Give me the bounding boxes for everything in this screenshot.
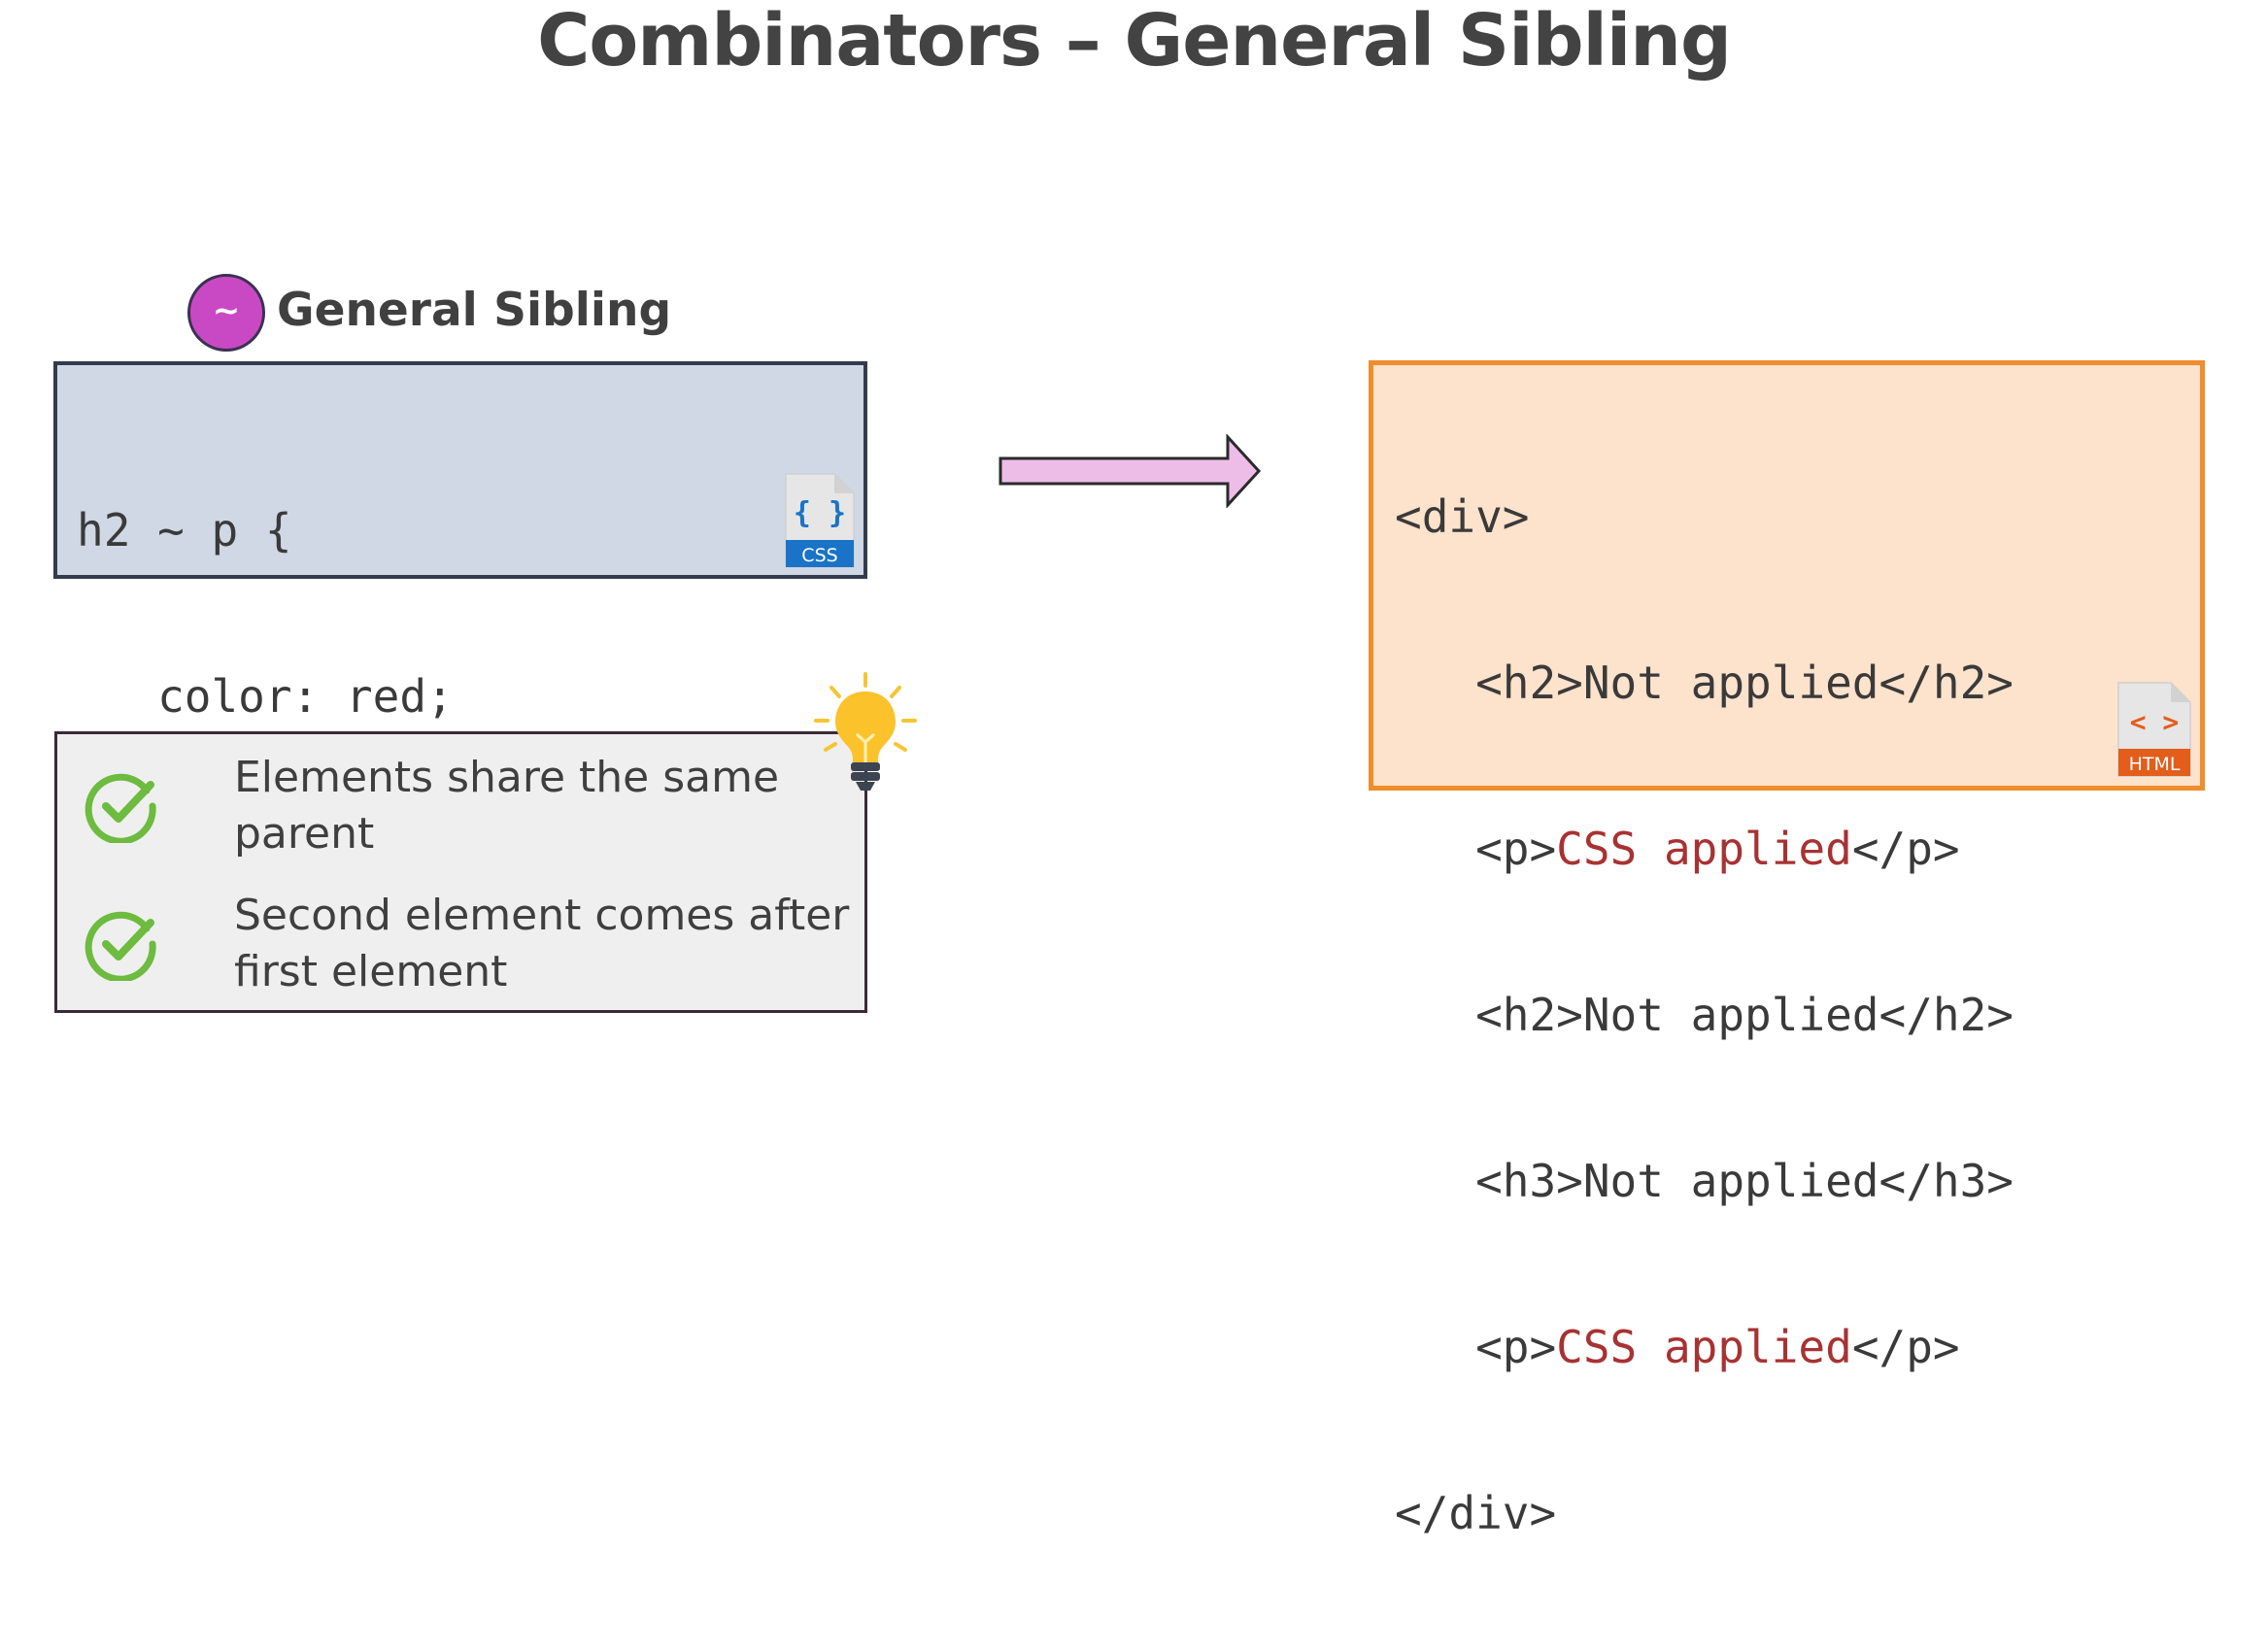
css-code-line: h2 ~ p { <box>77 504 292 556</box>
svg-text:{ }: { } <box>794 496 846 530</box>
slide-title: Combinators – General Sibling <box>537 0 1732 83</box>
html-code-line: <p>CSS applied</p> <box>1395 823 1960 875</box>
svg-text:CSS: CSS <box>801 545 837 566</box>
tips-box: Elements share the same parent Second el… <box>54 731 867 1013</box>
html-code-line: <div> <box>1395 490 1530 543</box>
css-code-line: color: red; <box>77 670 454 723</box>
tilde-badge-icon: ~ <box>187 274 265 352</box>
html-file-icon: < > HTML <box>2117 682 2191 777</box>
html-code-line: <h3>Not applied</h3> <box>1395 1155 2014 1207</box>
svg-text:< >: < > <box>2130 706 2180 738</box>
html-code-line: <h2>Not applied</h2> <box>1395 657 2014 709</box>
html-code-line: </div> <box>1395 1487 1557 1539</box>
lightbulb-icon <box>814 672 917 791</box>
tip-text: Elements share the same parent <box>234 753 780 859</box>
html-code-box: <div> <h2>Not applied</h2> <p>CSS applie… <box>1369 360 2205 1539</box>
svg-text:HTML: HTML <box>2129 754 2181 775</box>
css-file-icon: { } CSS <box>785 473 855 568</box>
html-code: <div> <h2>Not applied</h2> <p>CSS applie… <box>1395 379 2014 1652</box>
arrow-right-icon <box>999 434 1262 508</box>
html-code-line: <p>CSS applied</p> <box>1395 1321 1960 1373</box>
selector-label: General Sibling <box>277 284 672 337</box>
check-circle-icon <box>85 773 156 843</box>
css-code: h2 ~ p { color: red; } <box>77 392 454 1001</box>
tip-text: Second element comes after first element <box>234 891 850 996</box>
check-circle-icon <box>85 911 156 981</box>
css-code-box: h2 ~ p { color: red; } { } CSS <box>53 361 867 889</box>
html-code-line: <h2>Not applied</h2> <box>1395 989 2014 1041</box>
